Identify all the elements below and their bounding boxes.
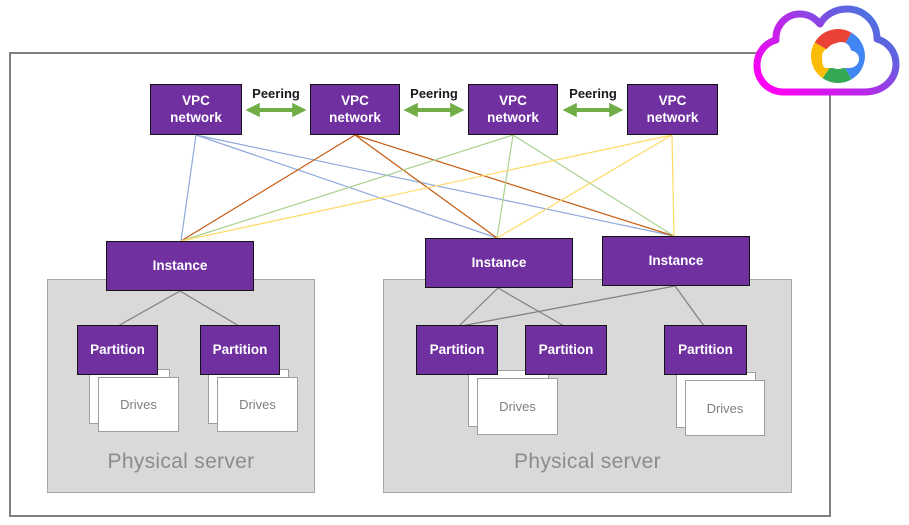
partition-label: Partition: [538, 341, 594, 357]
partition-1: Partition: [77, 325, 158, 375]
vpc-network-label: VPC network: [170, 92, 222, 125]
physical-server-2-label: Physical server: [514, 450, 661, 473]
drives-stack-4: Drives: [676, 372, 765, 436]
drives-front-card: Drives: [98, 377, 179, 432]
vpc-network-3: VPC network: [468, 84, 558, 135]
partition-label: Partition: [212, 341, 268, 357]
vpc-network-2: VPC network: [310, 84, 400, 135]
physical-server-1-label: Physical server: [107, 450, 255, 473]
instance-label: Instance: [471, 254, 527, 270]
partition-label: Partition: [429, 341, 485, 357]
partition-5: Partition: [664, 325, 747, 375]
vpc-network-label: VPC network: [646, 92, 699, 125]
drives-front-card: Drives: [217, 377, 298, 432]
gcp-logo-green-arc: [822, 66, 852, 83]
vpc-network-label: VPC network: [329, 92, 381, 125]
vpc-network-1: VPC network: [150, 84, 242, 135]
diagram-border: [9, 52, 831, 517]
gcp-logo: [811, 29, 865, 83]
partition-label: Partition: [90, 341, 145, 357]
instance-label: Instance: [152, 257, 208, 273]
drives-stack-1: Drives: [89, 369, 179, 432]
instance-label: Instance: [648, 252, 704, 268]
drives-front-card: Drives: [477, 378, 558, 435]
instance-2: Instance: [425, 238, 573, 288]
vpc-network-label: VPC network: [487, 92, 539, 125]
drives-stack-3: Drives: [468, 370, 558, 435]
partition-label: Partition: [678, 341, 733, 357]
vpc-network-4: VPC network: [627, 84, 718, 135]
google-cloud-logo: [753, 5, 900, 96]
gcp-logo-yellow-arc: [811, 42, 832, 79]
peering-label-3: Peering: [569, 86, 617, 101]
gcp-logo-inner-cloud: [822, 42, 859, 68]
drives-stack-2: Drives: [208, 369, 298, 432]
partition-2: Partition: [200, 325, 280, 375]
partition-3: Partition: [416, 325, 498, 375]
instance-1: Instance: [106, 241, 254, 291]
peering-label-1: Peering: [252, 86, 300, 101]
peering-label-2: Peering: [410, 86, 458, 101]
drives-front-card: Drives: [685, 380, 765, 436]
instance-3: Instance: [602, 236, 750, 286]
partition-4: Partition: [525, 325, 607, 375]
gcp-logo-red-arc: [814, 29, 852, 50]
